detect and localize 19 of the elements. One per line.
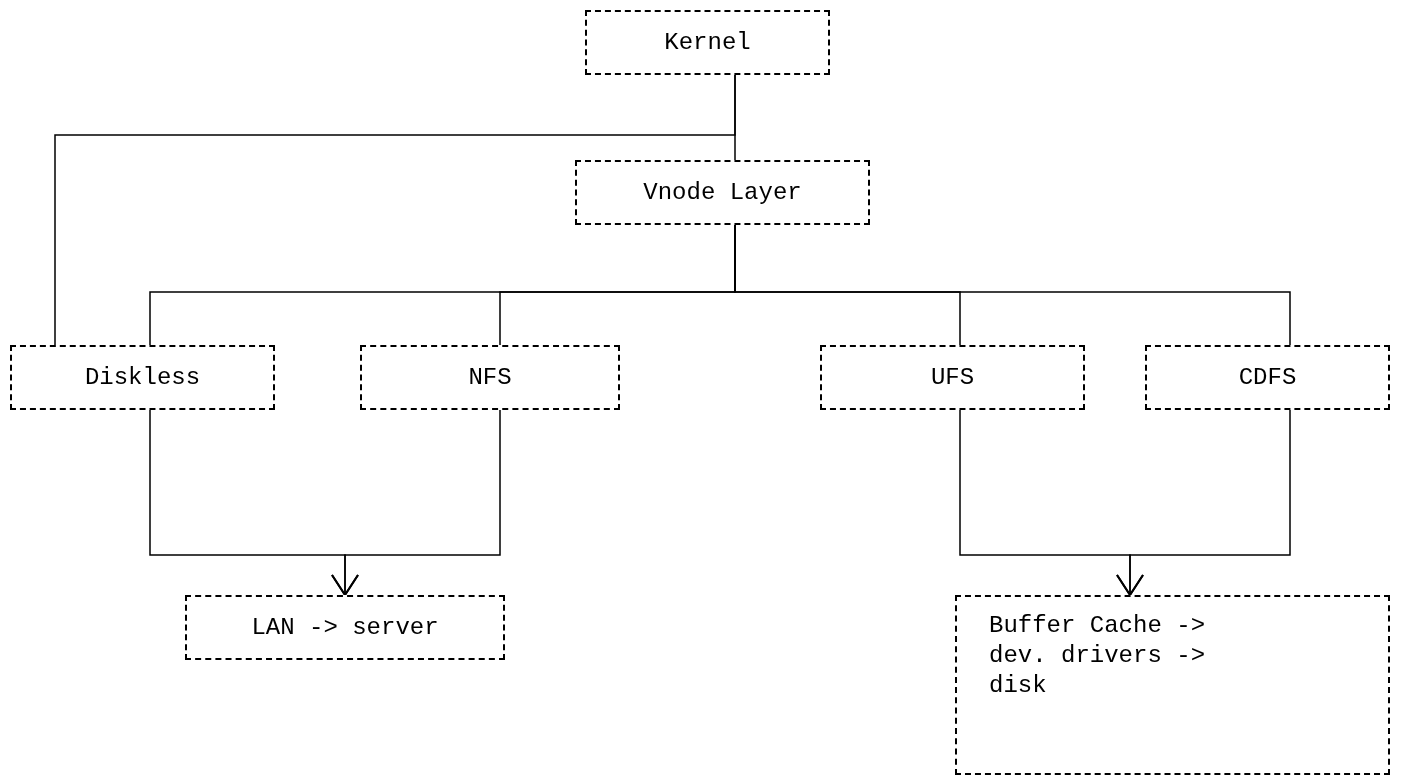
connector-line bbox=[54, 74, 736, 346]
box-label: Kernel bbox=[664, 27, 751, 58]
arrow bbox=[1116, 409, 1291, 596]
process-box bbox=[575, 160, 870, 225]
process-box bbox=[1145, 345, 1390, 410]
arrow bbox=[331, 409, 501, 596]
process-box bbox=[820, 345, 1085, 410]
box-label: LAN -> server bbox=[251, 612, 439, 643]
box-label: NFS bbox=[468, 362, 512, 393]
process-box bbox=[585, 10, 830, 75]
process-box bbox=[10, 345, 275, 410]
box-label: Vnode Layer bbox=[643, 177, 802, 208]
box-label: CDFS bbox=[1238, 362, 1297, 393]
process-box bbox=[955, 595, 1390, 775]
process-box bbox=[360, 345, 620, 410]
box-label: Diskless bbox=[84, 362, 201, 393]
box-label: Buffer Cache -> dev. drivers -> disk bbox=[989, 611, 1207, 701]
box-label: UFS bbox=[930, 362, 975, 393]
process-box bbox=[185, 595, 505, 660]
